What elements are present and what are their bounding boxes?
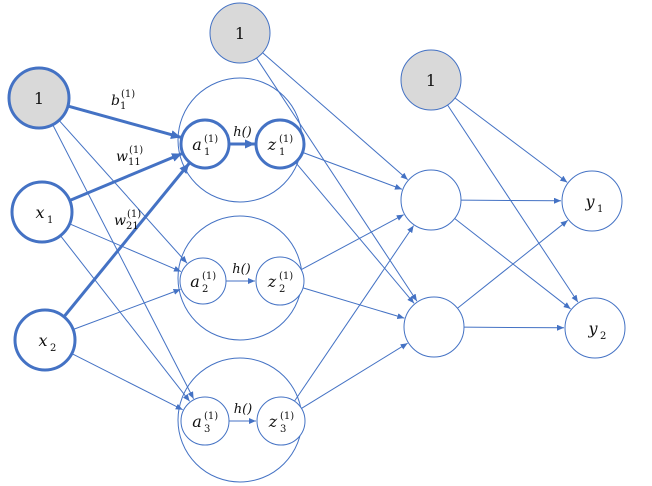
neuron-a-label-1-symbol: a — [192, 135, 202, 154]
neuron-a-label-2-superscript: (1) — [202, 271, 216, 282]
neuron-z-2 — [255, 256, 305, 306]
neuron-z-label-2-superscript: (1) — [279, 271, 293, 282]
edge-b0-n1 — [67, 104, 182, 139]
weight-subscript: 11 — [128, 157, 141, 168]
weight-symbol: w — [114, 213, 126, 229]
neuron-a-label-3-subscript: 3 — [204, 424, 210, 435]
edges-layer — [52, 52, 579, 424]
edge-n2z-m2 — [302, 287, 405, 319]
neuron-a-2 — [179, 257, 227, 305]
hidden2-node-1 — [400, 169, 462, 231]
neuron-z-label-1: z(1) 1 — [267, 134, 293, 158]
weight-subscript: 21 — [126, 221, 139, 232]
edge-bias1-m2 — [256, 57, 418, 302]
edge-m2-y1 — [457, 219, 569, 309]
edge-n3z-m2 — [301, 342, 408, 409]
neuron-a-label-3: a(1) 3 — [192, 411, 218, 435]
edge-m2-y2 — [463, 324, 565, 331]
neuron-a-label-1-superscript: (1) — [204, 134, 218, 145]
neuron-z-label-1-superscript: (1) — [279, 134, 293, 145]
weight-label-w21: w(1)21 — [114, 209, 141, 232]
output-node-label-y1-subscript: 1 — [597, 204, 603, 215]
activation-label-3: h() — [234, 402, 253, 417]
output-node-label-y1-symbol: y — [584, 192, 595, 211]
neuron-a-label-3-superscript: (1) — [204, 411, 218, 422]
activation-label-2: h() — [232, 262, 251, 277]
weight-symbol: w — [116, 149, 128, 165]
edge-x1-n3 — [60, 235, 191, 402]
weight-superscript: (1) — [127, 209, 141, 220]
neuron-a-label-1-subscript: 1 — [204, 147, 210, 158]
neuron-z-label-2: z(1) 2 — [267, 271, 293, 295]
edge-n3z-m1 — [294, 225, 415, 402]
neuron-a-label-2: a(1) 2 — [190, 271, 216, 295]
input-node-label-x2-symbol: x — [38, 331, 47, 350]
edge-x2-n1 — [62, 162, 191, 318]
output-node-label-y2-symbol: y — [587, 319, 598, 338]
edge-bias1-m1 — [262, 52, 408, 180]
bias-node-layer2-label: 1 — [235, 24, 245, 43]
neuron-z-label-2-symbol: z — [267, 272, 277, 291]
nodes-layer — [7, 2, 626, 483]
input-node-x2 — [13, 308, 77, 372]
input-node-label-x2-subscript: 2 — [50, 343, 56, 354]
neuron-a-3 — [180, 396, 230, 446]
bias-node-layer2 — [209, 2, 271, 64]
input-node-label-x1-symbol: x — [35, 203, 44, 222]
edge-b0-n2 — [58, 120, 188, 264]
neuron-a-label-2-symbol: a — [190, 272, 200, 291]
neuron-z-label-1-subscript: 1 — [279, 147, 285, 158]
edge-n1z-m1 — [302, 151, 403, 190]
neuron-z-label-3-superscript: (1) — [280, 411, 294, 422]
output-node-y2 — [564, 297, 626, 359]
output-node-label-y2-subscript: 2 — [600, 331, 606, 342]
weight-label-w11: w(1)11 — [116, 145, 143, 168]
neuron-z-label-3-symbol: z — [268, 412, 278, 431]
neuron-a-label-1: a(1) 1 — [192, 134, 218, 158]
weight-subscript: 1 — [120, 101, 126, 112]
edge-x2-n2 — [72, 288, 181, 330]
hidden2-node-2 — [403, 296, 465, 358]
edge-x2-n3 — [71, 353, 183, 411]
neuron-z-label-2-subscript: 2 — [279, 284, 285, 295]
activation-label-1: h() — [233, 125, 252, 140]
neuron-a-label-3-symbol: a — [192, 412, 202, 431]
bias-node-layer3-label: 1 — [426, 71, 436, 90]
neuron-z-label-1-symbol: z — [267, 135, 277, 154]
input-node-label-x1-subscript: 1 — [47, 215, 53, 226]
input-node-b0 — [7, 66, 71, 130]
output-node-y1 — [561, 170, 623, 232]
input-node-label-b0: 1 — [34, 89, 44, 108]
neuron-z-1 — [254, 118, 306, 170]
edge-x1-n2 — [69, 223, 182, 273]
weight-superscript: (1) — [129, 145, 143, 156]
edge-n2z-m1 — [300, 214, 404, 271]
bias-node-layer3 — [400, 49, 462, 111]
neuron-a-1 — [179, 118, 231, 170]
neuron-z-label-3: z(1) 3 — [268, 411, 294, 435]
weight-symbol: b — [111, 93, 120, 109]
edge-b0-n3 — [52, 124, 195, 399]
neuron-z-3 — [256, 396, 306, 446]
neuron-a-label-2-subscript: 2 — [202, 284, 208, 295]
edge-bias2-y1 — [454, 97, 568, 183]
edge-bias2-y2 — [447, 104, 579, 303]
input-node-x1 — [10, 180, 74, 244]
weight-label-b1: b(1)1 — [111, 89, 135, 112]
weight-superscript: (1) — [121, 89, 135, 100]
edge-x1-n1 — [69, 152, 183, 202]
neuron-z-label-3-subscript: 3 — [280, 424, 286, 435]
edge-n1z-m2 — [295, 162, 415, 304]
